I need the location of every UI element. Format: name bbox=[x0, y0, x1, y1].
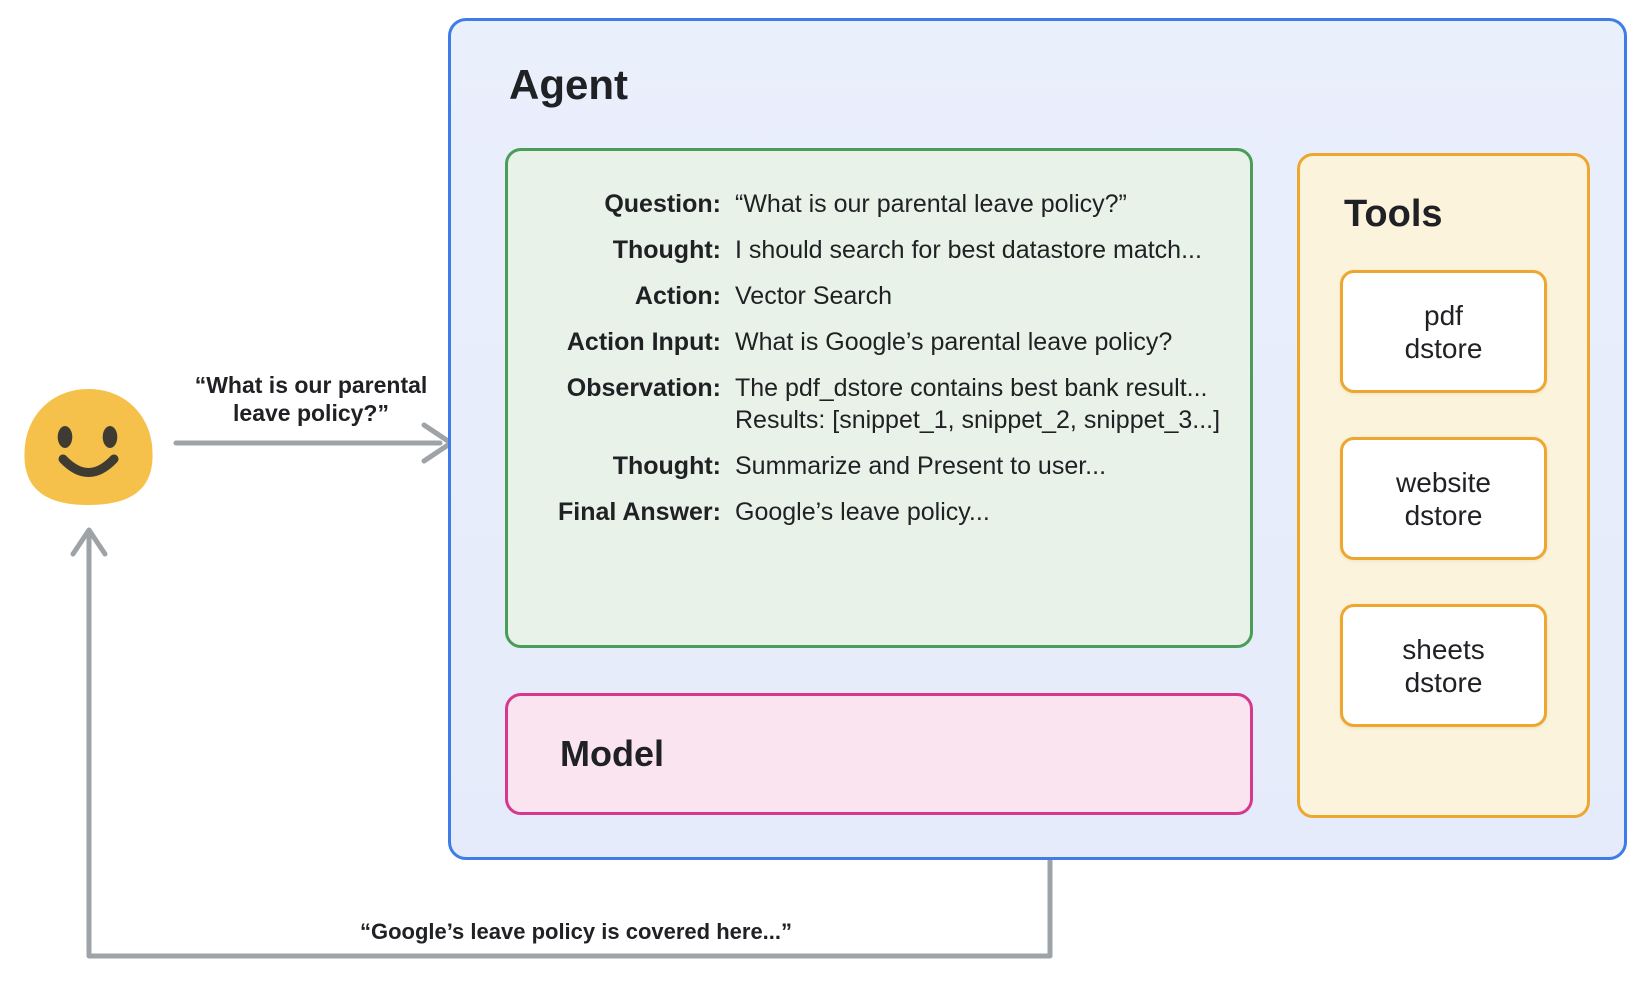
user-query-line-2: leave policy?” bbox=[233, 400, 389, 426]
observation-line-2: Results: [snippet_1, snippet_2, snippet_… bbox=[735, 406, 1221, 434]
smiley-blob-body bbox=[24, 389, 153, 505]
smiley-eye-left bbox=[57, 426, 73, 448]
row-label: Observation: bbox=[566, 374, 721, 402]
agent-response-arrow-head bbox=[70, 527, 108, 557]
scratchpad-row-action-input: Action Input: What is Google’s parental … bbox=[508, 326, 1234, 358]
scratchpad-row-question: Question: “What is our parental leave po… bbox=[508, 188, 1234, 220]
agent-response-arrow-line bbox=[86, 530, 1053, 959]
row-value: Summarize and Present to user... bbox=[735, 452, 1107, 480]
tool-name-line-1: website bbox=[1396, 466, 1491, 498]
tool-card-sheets-dstore: sheets dstore bbox=[1340, 604, 1547, 727]
scratchpad-row-thought-1: Thought: I should search for best datast… bbox=[508, 234, 1234, 266]
row-label: Question: bbox=[604, 190, 721, 218]
tools-title: Tools bbox=[1344, 193, 1443, 235]
scratchpad-box: Question: “What is our parental leave po… bbox=[505, 148, 1253, 648]
row-value: What is Google’s parental leave policy? bbox=[735, 328, 1173, 356]
row-value: The pdf_dstore contains best bank result… bbox=[735, 372, 1220, 436]
model-box: Model bbox=[505, 693, 1253, 815]
tool-name-line-2: dstore bbox=[1404, 332, 1483, 364]
row-label: Final Answer: bbox=[558, 498, 721, 526]
smiley-mouth bbox=[58, 454, 119, 477]
agent-response-text: “Google’s leave policy is covered here..… bbox=[359, 919, 793, 944]
user-query-text: “What is our parental leave policy?” bbox=[166, 371, 456, 427]
row-value: I should search for best datastore match… bbox=[735, 236, 1202, 264]
tool-name-line-2: dstore bbox=[1404, 666, 1483, 698]
row-value: “What is our parental leave policy?” bbox=[735, 190, 1127, 218]
observation-line-1: The pdf_dstore contains best bank result… bbox=[735, 374, 1208, 402]
tool-card-website-dstore: website dstore bbox=[1340, 437, 1547, 560]
tool-name-line-1: sheets bbox=[1402, 633, 1485, 665]
scratchpad-row-thought-2: Thought: Summarize and Present to user..… bbox=[508, 450, 1234, 482]
row-label: Action: bbox=[634, 282, 721, 310]
tool-card-pdf-dstore: pdf dstore bbox=[1340, 270, 1547, 393]
row-value: Google’s leave policy... bbox=[735, 498, 990, 526]
agent-title: Agent bbox=[509, 61, 628, 108]
row-label: Action Input: bbox=[566, 328, 721, 356]
row-label: Thought: bbox=[612, 452, 721, 480]
smiley-face-icon bbox=[24, 389, 153, 505]
tool-name-line-1: pdf bbox=[1424, 299, 1463, 331]
scratchpad-row-observation: Observation: The pdf_dstore contains bes… bbox=[508, 372, 1234, 436]
scratchpad-row-final-answer: Final Answer: Google’s leave policy... bbox=[508, 496, 1234, 528]
user-query-line-1: “What is our parental bbox=[194, 372, 428, 398]
scratchpad-row-action: Action: Vector Search bbox=[508, 280, 1234, 312]
tools-box: Tools pdf dstore website dstore sheets d… bbox=[1297, 153, 1590, 818]
tool-name-line-2: dstore bbox=[1404, 499, 1483, 531]
model-title: Model bbox=[560, 733, 664, 774]
user-avatar bbox=[15, 387, 162, 512]
smiley-eye-right bbox=[102, 426, 118, 448]
row-label: Thought: bbox=[612, 236, 721, 264]
row-value: Vector Search bbox=[735, 282, 893, 310]
agent-box: Agent Question: “What is our parental le… bbox=[448, 18, 1627, 860]
